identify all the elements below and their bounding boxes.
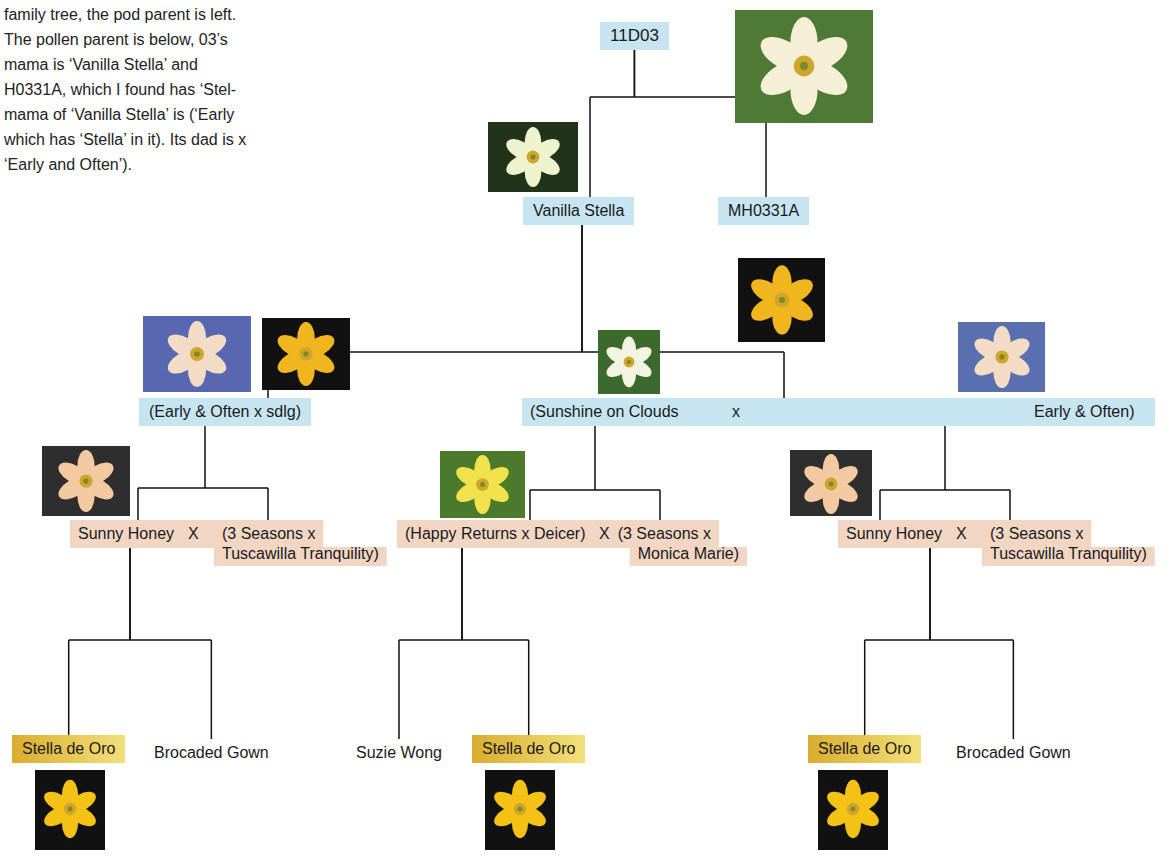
cross-shape: Sunny Honey X (3 Seasons x Tuscawilla Tran… [838,520,1155,566]
photo-ground [488,122,578,192]
lineage-line [130,548,211,739]
node-text: MH0331A [728,201,799,221]
node-text: Stella de Oro [818,739,911,759]
flower [274,322,338,386]
cross-shape: Sunny Honey X (3 Seasons x Tuscawilla Tran… [70,520,387,566]
flower-photo [790,450,872,516]
node-text: Brocaded Gown [956,743,1071,763]
cultivar-name: Brocaded Gown [150,739,273,767]
photo-ground [958,322,1045,392]
flower-photo [35,770,105,850]
parent-box: MH0331A [718,197,809,225]
note-text: family tree, the pod parent is left. The… [4,2,262,177]
photo-ground [440,451,525,518]
flower [747,265,817,335]
flower [164,321,230,387]
node-text: (Happy Returns x Deicer) [405,524,586,544]
flower [755,17,853,115]
cultivar-name: Brocaded Gown [952,739,1075,767]
node-text: Vanilla Stella [533,201,624,221]
flower [491,780,550,838]
parent-box: Vanilla Stella [523,197,634,225]
flower [824,780,883,838]
node-text: (3 Seasons x Tuscawilla Tranquility) [990,524,1152,564]
cultivar-name: Suzie Wong [352,739,446,767]
lineage-line [69,548,130,735]
photo-ground [598,330,660,394]
photo-ground [790,450,872,516]
node-text: Sunny Honey [78,524,174,544]
flower-photo [958,322,1045,392]
flower-photo [485,770,555,850]
flower-photo [262,318,350,390]
flower [971,326,1033,388]
node-text: (Sunshine on Clouds [530,402,679,422]
photo-ground [143,316,251,392]
cross-shape: (Happy Returns x Deicer) X (3 Seasons x Mo… [397,520,748,566]
node-text: Sunny Honey [846,524,942,544]
node-text: X [188,524,199,544]
lineage-line [590,50,634,197]
cultivar-box: Stella de Oro [472,735,585,763]
lineage-line [399,548,462,739]
photo-ground [262,318,350,390]
flower-photo [818,770,888,850]
lineage-line [138,426,268,520]
node-text: (3 Seasons x Monica Marie) [618,524,748,564]
flower [453,455,512,514]
flower-photo [42,446,130,516]
node-text: x [732,402,740,422]
node-text: Early & Often) [1034,402,1134,422]
flower [55,450,117,512]
photo-ground [42,446,130,516]
cross-box: (Early & Often x sdlg) [139,398,311,426]
flower-photo [440,451,525,518]
node-text: Suzie Wong [356,743,442,763]
flower-photo [738,258,825,342]
lineage-line [880,426,1010,520]
flower [41,780,100,838]
photo-ground [818,770,888,850]
node-text: 11D03 [610,26,659,46]
node-text: (3 Seasons x Tuscawilla Tranquility) [222,524,384,564]
cultivar-box: Stella de Oro [808,735,921,763]
cross-band: (Sunshine on Clouds x Early & Often) [522,398,1155,426]
node-text: Brocaded Gown [154,743,269,763]
flower-photo [598,330,660,394]
node-text: Stella de Oro [482,739,575,759]
node-text: X [956,524,967,544]
lineage-line [865,548,930,735]
lineage-line [930,548,1013,739]
node-text: X [599,524,610,544]
photo-ground [35,770,105,850]
flower-photo [735,10,873,123]
lineage-line [530,426,660,520]
photo-ground [735,10,873,123]
node-text: Stella de Oro [22,739,115,759]
flower-photo [143,316,251,392]
cultivar-box: Stella de Oro [12,735,125,763]
lineage-line [462,548,529,735]
flower [503,127,563,187]
flower [801,454,861,514]
node-text: (Early & Often x sdlg) [149,402,301,422]
photo-ground [738,258,825,342]
flower [604,337,655,388]
flower-photo [488,122,578,192]
cross-box: 11D03 [600,22,669,50]
photo-ground [485,770,555,850]
